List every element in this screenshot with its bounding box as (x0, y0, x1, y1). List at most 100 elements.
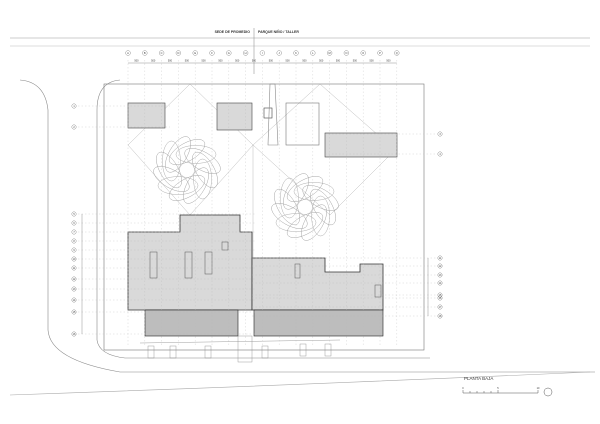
grid-row-bubble (437, 131, 443, 137)
spiral-petal (157, 176, 199, 195)
grid-row-bubble (71, 229, 77, 235)
header-right-title: PARQUE NIÑO / TALLER (258, 29, 299, 34)
road-edge (9, 371, 591, 396)
grid-column-label: P (379, 51, 381, 55)
grid-row-label: 13 (73, 288, 76, 291)
grid-column-bubble (159, 50, 165, 56)
front-strip-right (253, 309, 384, 337)
building-right (324, 132, 398, 158)
scale-label-5: 5 (497, 387, 499, 390)
spiral-petal (286, 212, 324, 238)
spiral-petal (168, 139, 206, 165)
grid-row-bubble (71, 220, 77, 226)
spiral-petal (286, 176, 324, 202)
grid-column-label: C (161, 51, 163, 55)
grid-column-label: G (228, 51, 230, 55)
grid-column-label: E (194, 51, 196, 55)
grid-dimension: 500 (168, 60, 173, 63)
grid-row-bubble (71, 276, 77, 282)
spiral-petal (293, 182, 335, 201)
north-arrow-icon (543, 387, 553, 397)
grid-column-bubble (394, 50, 400, 56)
grid-row-bubble (71, 297, 77, 303)
grid-column-label: L (312, 51, 314, 55)
building-top-left (127, 102, 166, 129)
parking (139, 335, 341, 363)
grid-column-bubble (343, 50, 350, 56)
spiral-petal (168, 175, 206, 201)
grid-row-label: 10 (73, 258, 76, 261)
scale-label-10: 10 (537, 387, 540, 390)
grid-row-bubble (71, 309, 77, 315)
grid-row-label: 15 (439, 294, 442, 297)
kiosk (263, 107, 273, 119)
spiral-petal (274, 188, 300, 226)
grid-column-bubble (310, 50, 316, 56)
grid-column-bubble (226, 50, 232, 56)
spiral-petal (192, 151, 218, 189)
grid-column-bubble (276, 50, 282, 56)
grid-row-label: 14 (73, 299, 76, 302)
grid-row-bubble (437, 263, 443, 269)
grid-row-label: 18 (439, 315, 442, 318)
spiral-gardens (153, 136, 339, 241)
main-building-left (127, 214, 253, 311)
grid-row-label: 17 (439, 306, 442, 309)
grid-row-bubble (71, 211, 77, 217)
grid-row-bubble (71, 286, 77, 292)
grid-row-bubble (437, 304, 443, 310)
grid-row-label: 7 (73, 231, 75, 234)
grid-row-label: 15 (73, 311, 76, 314)
grid-row-label: 13 (439, 274, 442, 277)
spiral-petal (283, 173, 309, 210)
grid-column-bubble (125, 50, 131, 56)
grid-row-bubble (437, 295, 443, 301)
grid-dimension: 500 (202, 60, 207, 63)
grid-row-label: 8 (73, 240, 75, 243)
spiral-petal (271, 203, 308, 229)
grid-row-label: 12 (439, 265, 442, 268)
grid-row-label: 16 (73, 333, 76, 336)
grid-row-bubble (71, 247, 77, 253)
grid-column-label: F (211, 51, 213, 55)
grid-dimension: 500 (185, 60, 190, 63)
grid-column-label: I (262, 51, 263, 55)
grid-dimension: 500 (286, 60, 291, 63)
grid-dimension: 500 (386, 60, 391, 63)
grid-dimension: 500 (370, 60, 375, 63)
grid-dimension: 500 (151, 60, 156, 63)
grid-column-label: H (245, 51, 247, 55)
spiral-petal (165, 136, 191, 173)
grid-dimension: 500 (235, 60, 240, 63)
grid-column-bubble (377, 50, 383, 56)
spiral-petal (311, 195, 330, 237)
grid-row-label: 9 (73, 249, 75, 252)
grid-column-bubble (142, 50, 148, 56)
grid-row-bubble (71, 124, 77, 130)
sidewalk (96, 79, 430, 359)
site-boundary (103, 83, 425, 351)
grid-column-label: K (295, 51, 297, 55)
grid-row-label: 12 (73, 278, 76, 281)
spiral-petal (183, 167, 209, 204)
front-strip-left (144, 309, 239, 337)
grid-row-bubble (71, 238, 77, 244)
grid-row-bubble (437, 151, 443, 157)
spiral-petal (175, 145, 217, 164)
grid-dimension: 500 (218, 60, 223, 63)
spiral-petal (301, 204, 327, 241)
grid-column-label: M (329, 51, 331, 55)
grid-dimension: 500 (269, 60, 274, 63)
spiral-petal (156, 151, 182, 189)
building-top-center (216, 102, 253, 131)
grid-row-label: 2 (73, 126, 75, 129)
grid-dimension: 500 (336, 60, 341, 63)
spiral-petal (193, 158, 212, 200)
grid-dimension: 500 (252, 60, 257, 63)
grid-row-bubble (437, 272, 443, 278)
spiral-petal (153, 166, 190, 192)
grid-row-label: 6 (73, 222, 75, 225)
grid-row-bubble (437, 313, 443, 319)
grid-dimension: 500 (134, 60, 139, 63)
